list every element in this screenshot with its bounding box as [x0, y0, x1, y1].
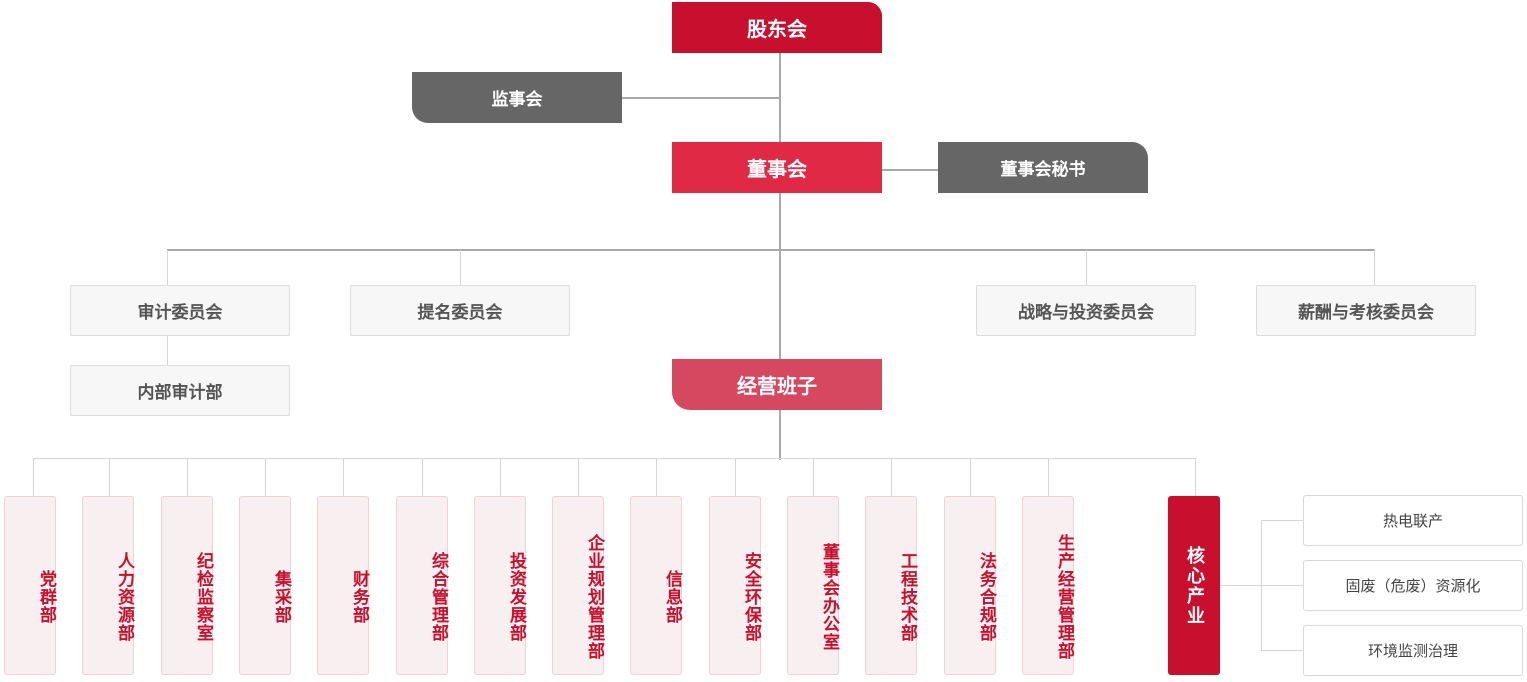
department-drop-line — [265, 458, 266, 496]
department-node: 生产经营管理部 — [1022, 496, 1074, 675]
internal-audit-node: 内部审计部 — [70, 365, 290, 416]
supervisors-connector — [621, 97, 780, 99]
committee-drop-compensation — [1374, 250, 1375, 286]
department-label: 财务部 — [349, 569, 369, 624]
department-label: 董事会办公室 — [819, 542, 839, 651]
department-drop-line — [1048, 458, 1049, 496]
department-node: 集采部 — [239, 496, 291, 675]
department-node: 综合管理部 — [396, 496, 448, 675]
trunk-line — [779, 53, 781, 460]
department-drop-line — [1195, 458, 1196, 496]
department-label: 法务合规部 — [976, 551, 996, 642]
strategy-committee-node: 战略与投资委员会 — [976, 285, 1196, 336]
department-node: 党群部 — [4, 496, 56, 675]
audit-committee-label: 审计委员会 — [137, 303, 223, 323]
department-node: 法务合规部 — [944, 496, 996, 675]
department-label: 投资发展部 — [506, 551, 526, 642]
department-label: 纪检监察室 — [193, 551, 213, 642]
department-node: 安全环保部 — [709, 496, 761, 675]
supervisors-label: 监事会 — [491, 90, 543, 110]
department-label: 生产经营管理部 — [1054, 533, 1074, 660]
department-drop-line — [187, 458, 188, 496]
department-drop-line — [33, 458, 34, 496]
compensation-committee-node: 薪酬与考核委员会 — [1256, 285, 1476, 336]
department-label: 企业规划管理部 — [584, 533, 604, 660]
department-drop-line — [422, 458, 423, 496]
board-node: 董事会 — [672, 142, 882, 193]
department-node: 工程技术部 — [865, 496, 917, 675]
internal-audit-label: 内部审计部 — [137, 383, 223, 403]
board-secretary-label: 董事会秘书 — [1000, 160, 1086, 180]
department-label: 人力资源部 — [114, 551, 134, 642]
audit-committee-node: 审计委员会 — [70, 285, 290, 336]
department-node: 董事会办公室 — [787, 496, 839, 675]
industry-tick-1 — [1261, 520, 1303, 521]
management-label: 经营班子 — [737, 374, 817, 398]
audit-to-internal-line — [167, 336, 168, 366]
department-label: 集采部 — [271, 569, 291, 624]
board-secretary-node: 董事会秘书 — [938, 142, 1148, 193]
industry-label: 热电联产 — [1382, 512, 1443, 530]
committee-drop-strategy — [1086, 250, 1087, 286]
department-drop-line — [109, 458, 110, 496]
department-drop-line — [813, 458, 814, 496]
committee-drop-audit — [167, 250, 168, 286]
department-label: 工程技术部 — [897, 551, 917, 642]
department-node: 企业规划管理部 — [552, 496, 604, 675]
industry-label: 环境监测治理 — [1367, 642, 1458, 660]
department-drop-line — [500, 458, 501, 496]
compensation-committee-label: 薪酬与考核委员会 — [1298, 303, 1434, 323]
core-industry-node: 核心产业 — [1168, 496, 1220, 675]
core-industry-label: 核心产业 — [1184, 545, 1205, 626]
management-node: 经营班子 — [672, 359, 882, 410]
shareholders-node: 股东会 — [672, 2, 882, 53]
department-label: 综合管理部 — [428, 551, 448, 642]
department-node: 信息部 — [630, 496, 682, 675]
department-drop-line — [656, 458, 657, 496]
department-drop-line — [891, 458, 892, 496]
committee-bus-line — [167, 249, 1375, 251]
industry-node: 热电联产 — [1303, 495, 1523, 546]
industry-label: 固废（危废）资源化 — [1345, 577, 1481, 595]
industry-node: 固废（危废）资源化 — [1303, 560, 1523, 611]
department-label: 信息部 — [662, 569, 682, 624]
strategy-committee-label: 战略与投资委员会 — [1018, 303, 1154, 323]
department-label: 安全环保部 — [741, 551, 761, 642]
industry-tick-2 — [1261, 585, 1303, 586]
department-drop-line — [735, 458, 736, 496]
core-connector — [1220, 585, 1262, 586]
industry-tick-3 — [1261, 650, 1303, 651]
department-node: 投资发展部 — [474, 496, 526, 675]
department-label: 党群部 — [36, 569, 56, 624]
nomination-committee-node: 提名委员会 — [350, 285, 570, 336]
supervisors-node: 监事会 — [412, 72, 622, 123]
department-drop-line — [343, 458, 344, 496]
department-node: 纪检监察室 — [161, 496, 213, 675]
committee-drop-nomination — [460, 250, 461, 286]
nomination-committee-label: 提名委员会 — [417, 303, 503, 323]
department-drop-line — [970, 458, 971, 496]
department-bus-line — [33, 458, 1196, 459]
department-node: 人力资源部 — [82, 496, 134, 675]
board-label: 董事会 — [747, 157, 807, 181]
industry-node: 环境监测治理 — [1303, 625, 1523, 676]
department-drop-line — [578, 458, 579, 496]
shareholders-label: 股东会 — [747, 17, 807, 41]
secretary-connector — [881, 169, 939, 171]
department-node: 财务部 — [317, 496, 369, 675]
